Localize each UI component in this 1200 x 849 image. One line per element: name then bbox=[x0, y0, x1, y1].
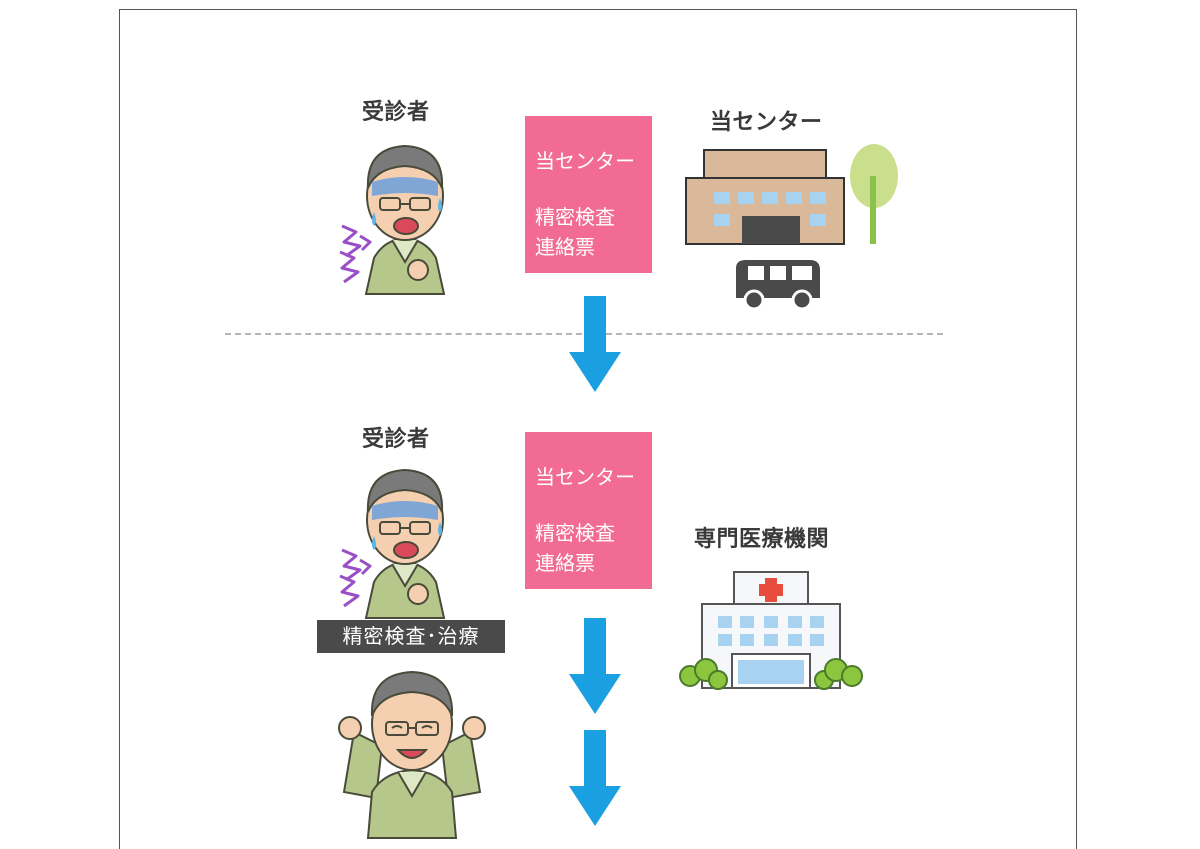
card-line-3: 連絡票 bbox=[535, 551, 595, 575]
down-arrow-icon bbox=[569, 618, 621, 714]
bus-icon bbox=[736, 260, 820, 311]
diagram-frame bbox=[119, 9, 1077, 849]
contact-card-top: 当センター 精密検査 連絡票 bbox=[525, 116, 652, 273]
contact-card-bottom: 当センター 精密検査 連絡票 bbox=[525, 432, 652, 589]
card-line-3: 連絡票 bbox=[535, 235, 595, 259]
hospital-icon bbox=[679, 571, 863, 690]
card-line-1: 当センター bbox=[535, 149, 635, 173]
card-line-1: 当センター bbox=[535, 465, 635, 489]
treatment-badge: 精密検査･治療 bbox=[317, 620, 505, 653]
card-line-2: 精密検査 bbox=[535, 205, 615, 229]
hospital-label: 専門医療機関 bbox=[694, 527, 830, 552]
center-label: 当センター bbox=[710, 110, 823, 135]
center-building-icon bbox=[685, 144, 898, 245]
sick-patient-icon bbox=[339, 144, 446, 295]
down-arrow-icon bbox=[569, 730, 621, 826]
card-line-2: 精密検査 bbox=[535, 521, 615, 545]
recovered-patient-icon bbox=[338, 670, 486, 839]
down-arrow-icon bbox=[569, 296, 621, 392]
bottom-patient-label: 受診者 bbox=[362, 427, 430, 452]
sick-patient-icon bbox=[339, 468, 446, 619]
top-patient-label: 受診者 bbox=[362, 100, 430, 125]
